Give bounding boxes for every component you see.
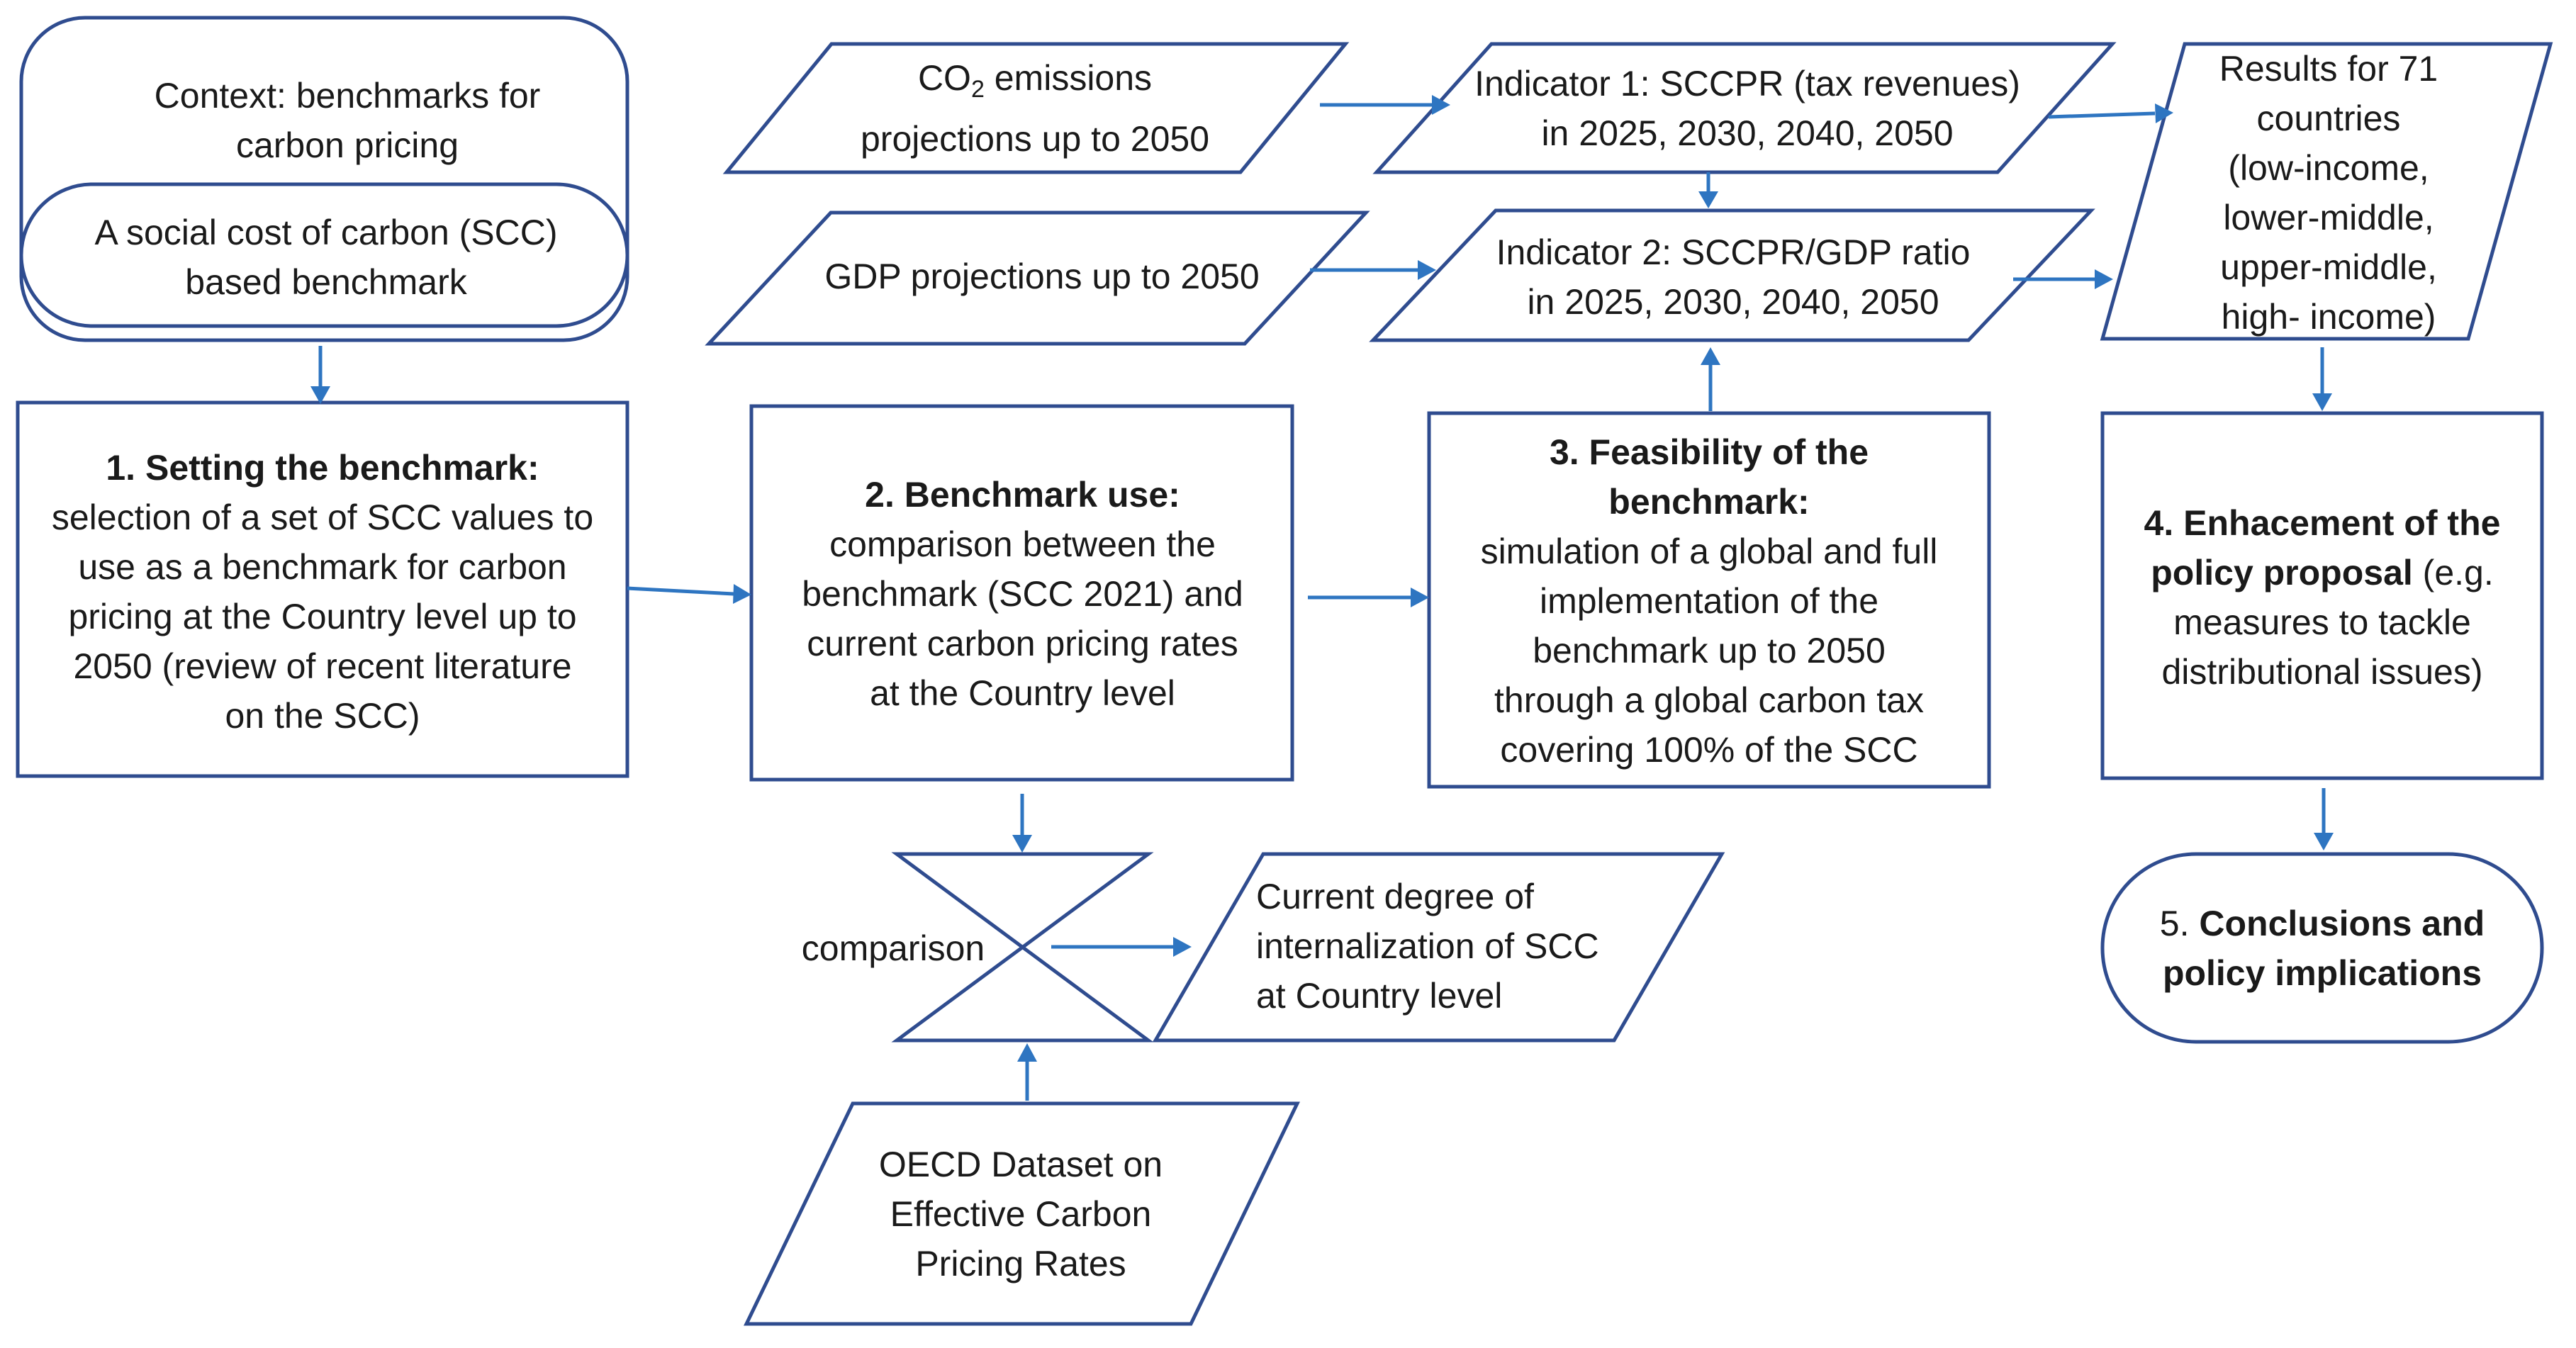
gdp-input-text: GDP projections up to 2050 (824, 257, 1260, 296)
comparison-collate-shape (891, 852, 1154, 1043)
step2-heading: 2. Benchmark use: (865, 474, 1180, 515)
step3-heading-1: 3. Feasibility of the (1549, 432, 1869, 472)
connectors (310, 95, 2334, 1101)
indicator1-shape (1372, 42, 2117, 174)
scc-benchmark-pill (19, 182, 629, 328)
oecd-input-shape (744, 1101, 1300, 1326)
comparison-label: comparison (801, 928, 985, 968)
results-shape (2100, 42, 2553, 341)
results-text: Results for 71 countries (low-income, lo… (2219, 49, 2438, 337)
step1-box (16, 400, 629, 778)
degree-output-shape (1152, 852, 1725, 1043)
co2-input-text: CO2 emissions projections up to 2050 (794, 57, 1276, 159)
step3-box (1427, 411, 1991, 789)
co2-input-shape (722, 42, 1350, 174)
arrow-indicator1-to-results (2048, 111, 2156, 119)
step1-heading: 1. Setting the benchmark: (106, 448, 539, 488)
indicator1-text: Indicator 1: SCCPR (tax revenues) in 202… (1474, 63, 2020, 153)
step4-box (2100, 411, 2544, 780)
context-title: Context: benchmarks for carbon pricing (154, 76, 541, 165)
indicator2-text: Indicator 2: SCCPR/GDP ratio in 2025, 20… (1496, 232, 1971, 322)
step3-text: 3. Feasibility of the benchmark: simulat… (1436, 425, 1982, 776)
step5-line1: 5. Conclusions and (2159, 903, 2485, 943)
co2-line1: CO2 emissions (917, 57, 1153, 103)
gdp-input-shape (705, 210, 1370, 346)
step2-text: 2. Benchmark use: comparison between the… (758, 464, 1287, 723)
step5-text: 5. Conclusions and policy implications (2110, 897, 2535, 999)
arrow-step1-to-step2 (627, 586, 734, 596)
scc-benchmark-label: A social cost of carbon (SCC) based benc… (94, 212, 558, 302)
step4-heading-1: 4. Enhacement of the (2144, 502, 2501, 543)
step1-text: 1. Setting the benchmark: selection of a… (25, 439, 620, 744)
indicator2-shape (1369, 208, 2095, 342)
step5-line2: policy implications (2162, 953, 2482, 993)
oecd-input-text: OECD Dataset on Effective Carbon Pricing… (878, 1144, 1163, 1284)
step2-box (749, 404, 1294, 782)
step3-heading-2: benchmark: (1608, 481, 1810, 522)
step4-heading-2: policy proposal (e.g. (2151, 552, 2494, 592)
degree-output-text: Current degree of internalization of SCC… (1256, 877, 1599, 1016)
step4-text: 4. Enhacement of the policy proposal (e.… (2110, 496, 2535, 698)
step5-terminator (2100, 852, 2544, 1044)
